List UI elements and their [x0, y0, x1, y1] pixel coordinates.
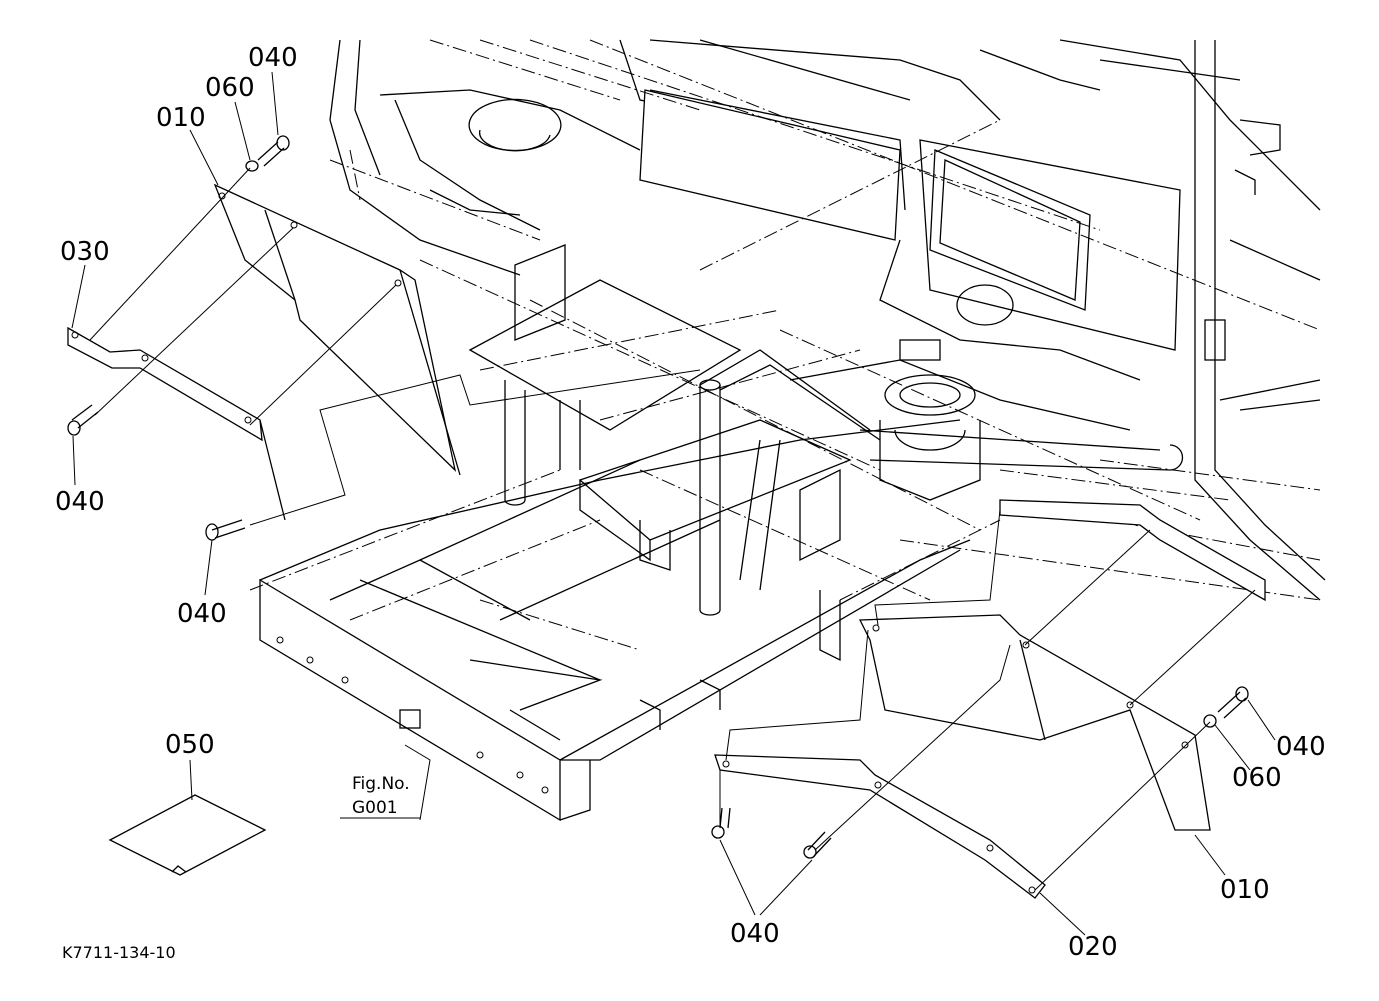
bolt-040-top: [257, 135, 290, 167]
right-frame-plate: [999, 499, 1266, 602]
assembly-lines: [89, 167, 1256, 891]
phantom-lines: [249, 39, 1321, 651]
drawing-code: K7711-134-10: [62, 943, 176, 962]
callout-050: 050: [165, 730, 215, 760]
left-side-cover-010: [213, 183, 461, 476]
figure-reference-label: Fig.No.: [352, 774, 410, 794]
callout-020: 020: [1068, 932, 1118, 962]
bolt-040-right: [1217, 686, 1249, 719]
bolt-040-left: [67, 404, 99, 436]
vehicle-frame-drawing: [259, 39, 1326, 822]
callout-060-top: 060: [205, 73, 255, 103]
callout-030: 030: [60, 237, 110, 267]
washer-060-right: [1203, 714, 1217, 728]
right-bracket-020: [714, 754, 1046, 899]
callout-040-top: 040: [248, 43, 298, 73]
callout-040-left: 040: [55, 487, 105, 517]
callout-040-right: 040: [1276, 732, 1326, 762]
callout-010-right: 010: [1220, 875, 1270, 905]
figure-reference-number: G001: [352, 798, 398, 818]
callout-labels: 040 060 010 030 040 040 050 040 060 010 …: [55, 43, 1326, 962]
decal-050: [108, 794, 267, 876]
callout-010-left: 010: [156, 103, 206, 133]
leader-lines: [71, 71, 1276, 936]
bolt-040-bottom-b: [803, 831, 832, 859]
washer-060-top: [245, 160, 259, 172]
right-side-cover-010: [858, 614, 1211, 831]
callout-040-mid: 040: [177, 599, 227, 629]
figure-reference: Fig.No. G001: [340, 774, 420, 819]
left-bracket-030: [67, 326, 286, 521]
callout-040-bottom: 040: [730, 919, 780, 949]
callout-060-right: 060: [1232, 763, 1282, 793]
bolt-040-bottom-a: [711, 807, 731, 839]
bolt-040-mid: [205, 519, 246, 541]
